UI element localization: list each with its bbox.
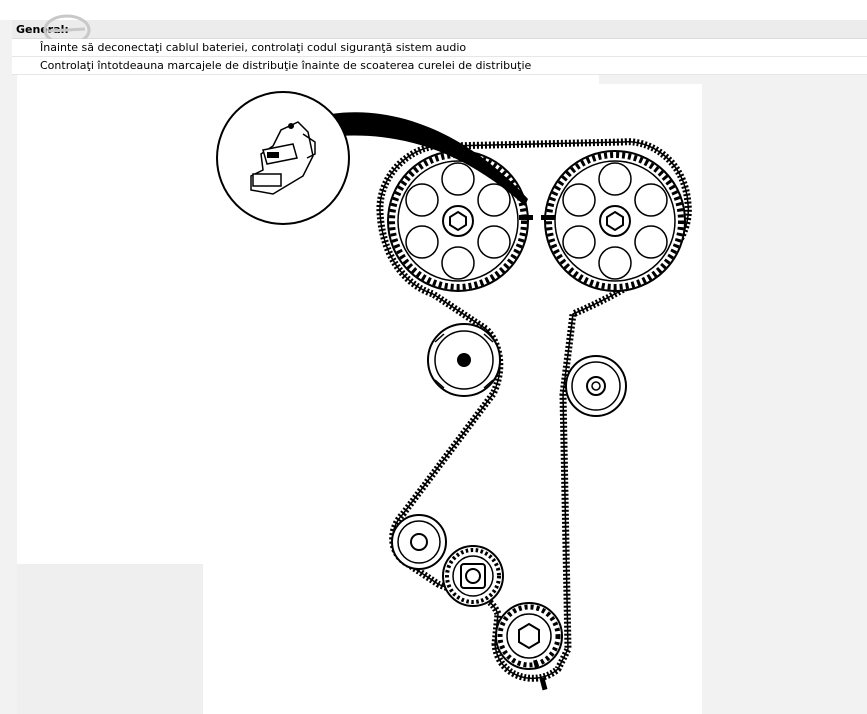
detail-callout [216,91,528,225]
instruction-text-2: Controlaţi întotdeauna marcajele de dist… [40,59,532,72]
idler-pulley-right [565,355,627,417]
timing-marks [519,215,555,220]
idler-pulley-lower [391,514,447,570]
section-header: General: [12,20,867,39]
tensioner-pulley [427,323,501,397]
timing-belt-diagram [216,91,692,691]
water-pump-pulley [442,545,504,607]
crankshaft-pulley [495,602,563,670]
instruction-row-1: Înainte să deconectaţi cablul bateriei, … [12,39,867,57]
top-band [0,0,867,20]
instruction-text-1: Înainte să deconectaţi cablul bateriei, … [40,41,467,54]
figure-bottom [203,702,702,714]
section-title: General: [16,23,69,36]
blank-panel [17,564,203,714]
camshaft-pulley-left [387,150,529,292]
instruction-row-2: Controlaţi întotdeauna marcajele de dist… [12,57,867,75]
camshaft-pulley-right [544,150,686,292]
